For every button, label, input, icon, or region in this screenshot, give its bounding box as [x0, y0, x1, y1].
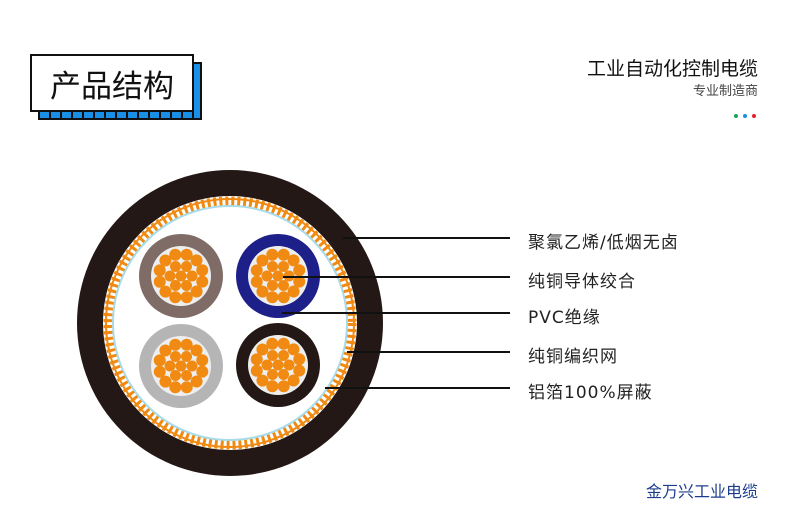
- copper-strand: [159, 344, 172, 357]
- dot: [743, 114, 747, 118]
- copper-strand: [153, 275, 166, 288]
- copper-strand: [250, 364, 263, 377]
- copper-strand: [164, 360, 176, 372]
- copper-strand: [250, 275, 263, 288]
- copper-strand: [196, 275, 209, 288]
- copper-strand: [278, 369, 289, 381]
- copper-strand: [169, 338, 182, 351]
- copper-strand: [266, 380, 279, 393]
- copper-strand: [287, 374, 300, 387]
- copper-strand: [266, 248, 279, 261]
- copper-strand: [267, 369, 278, 381]
- copper-strand: [261, 270, 273, 282]
- copper-strand: [250, 264, 263, 277]
- copper-strand: [181, 280, 192, 292]
- copper-strand: [196, 354, 209, 367]
- copper-strand: [261, 359, 273, 371]
- brand-title: 工业自动化控制电缆: [586, 58, 758, 80]
- copper-strand: [153, 365, 166, 378]
- copper-strand: [196, 264, 209, 277]
- dot: [752, 114, 756, 118]
- decor-dots: [734, 114, 756, 118]
- copper-strand: [164, 270, 176, 282]
- copper-strand: [170, 260, 181, 272]
- copper-strand: [180, 248, 193, 261]
- copper-strand: [287, 254, 300, 267]
- copper-strand: [277, 248, 290, 261]
- copper-strand: [287, 285, 300, 298]
- copper-strand: [278, 349, 289, 361]
- copper-strand: [181, 370, 192, 382]
- footer-brand: 金万兴工业电缆: [645, 482, 758, 501]
- copper-strand: [272, 359, 284, 371]
- copper-strand: [190, 254, 203, 267]
- copper-strand: [169, 381, 182, 394]
- copper-strand: [170, 350, 181, 362]
- copper-strand: [267, 280, 278, 292]
- copper-strand: [159, 254, 172, 267]
- label-insulation: PVC绝缘: [528, 308, 601, 328]
- copper-strand: [181, 350, 192, 362]
- copper-strand: [256, 285, 269, 298]
- dot: [734, 114, 738, 118]
- copper-strand: [180, 381, 193, 394]
- copper-strand: [278, 280, 289, 292]
- copper-strand: [272, 270, 284, 282]
- label-braid: 纯铜编织网: [528, 347, 618, 367]
- copper-strand: [256, 254, 269, 267]
- brand-subtitle: 专业制造商: [692, 84, 758, 99]
- copper-strand: [256, 374, 269, 387]
- copper-strand: [267, 260, 278, 272]
- copper-strand: [190, 285, 203, 298]
- copper-strand: [159, 375, 172, 388]
- copper-strand: [293, 353, 306, 366]
- copper-strand: [180, 291, 193, 304]
- copper-strand: [153, 354, 166, 367]
- title-text: 产品结构: [30, 54, 194, 112]
- copper-strand: [153, 264, 166, 277]
- copper-strand: [256, 343, 269, 356]
- copper-strand: [266, 337, 279, 350]
- copper-strand: [169, 291, 182, 304]
- label-conductor: 纯铜导体绞合: [528, 272, 636, 292]
- copper-strand: [278, 260, 289, 272]
- copper-strand: [186, 360, 198, 372]
- label-foil: 铝箔100%屏蔽: [528, 383, 653, 403]
- copper-strand: [190, 344, 203, 357]
- copper-braid: [103, 196, 357, 450]
- copper-strand: [283, 359, 295, 371]
- section-title: 产品结构: [30, 54, 202, 121]
- copper-strand: [190, 375, 203, 388]
- copper-strand: [186, 270, 198, 282]
- leader-lines: [282, 237, 510, 389]
- copper-strand: [277, 291, 290, 304]
- copper-strand: [293, 364, 306, 377]
- copper-strand: [196, 365, 209, 378]
- copper-strand: [293, 275, 306, 288]
- foil-shield: [112, 205, 348, 441]
- copper-strand: [175, 270, 187, 282]
- copper-strand: [169, 248, 182, 261]
- copper-strand: [267, 349, 278, 361]
- copper-strand: [287, 343, 300, 356]
- copper-strand: [175, 360, 187, 372]
- copper-strand: [266, 291, 279, 304]
- copper-strand: [181, 260, 192, 272]
- copper-strand: [250, 353, 263, 366]
- copper-strand: [159, 285, 172, 298]
- copper-strand: [180, 338, 193, 351]
- copper-strand: [277, 337, 290, 350]
- copper-strand: [170, 370, 181, 382]
- label-sheath: 聚氯乙烯/低烟无卤: [528, 233, 679, 253]
- copper-strand: [293, 264, 306, 277]
- copper-strand: [170, 280, 181, 292]
- copper-strand: [277, 380, 290, 393]
- braid-edge: [105, 198, 355, 448]
